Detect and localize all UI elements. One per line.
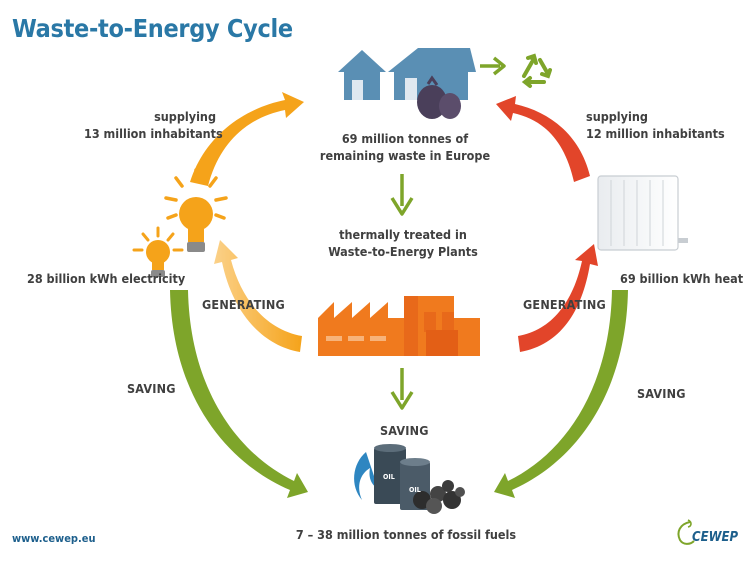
arrow-waste-to-plant <box>390 174 414 216</box>
arrow-saving-right <box>494 290 628 498</box>
arrow-generating-electricity <box>214 240 302 352</box>
saving-left-label: SAVING <box>127 381 176 396</box>
waste-label-line2: remaining waste in Europe <box>319 148 491 163</box>
barrel-label-2: OIL <box>409 486 421 494</box>
left-supply-line2: 13 million inhabitants <box>84 126 223 141</box>
arrow-to-recycling <box>480 56 506 76</box>
website-link[interactable]: www.cewep.eu <box>12 532 96 545</box>
factory-icon <box>318 296 480 356</box>
barrel-label-1: OIL <box>383 473 395 481</box>
arrow-supply-electricity <box>190 92 304 186</box>
coal-icon <box>413 480 465 514</box>
waste-label-line1: 69 million tonnes of <box>341 131 469 146</box>
radiator-icon <box>597 175 688 251</box>
page-title: Waste-to-Energy Cycle <box>12 14 293 43</box>
cewep-logo-icon <box>677 519 695 545</box>
saving-right-label: SAVING <box>637 386 686 401</box>
left-supply-line1: supplying <box>154 109 216 124</box>
arrow-saving-left <box>170 290 308 498</box>
treatment-label: thermally treated in Waste-to-Energy Pla… <box>318 226 488 260</box>
houses-icon <box>338 48 476 100</box>
waste-label: 69 million tonnes of remaining waste in … <box>316 130 494 164</box>
left-supply-label: supplying 13 million inhabitants <box>84 108 223 142</box>
saving-center-label: SAVING <box>380 423 429 438</box>
right-supply-line1: supplying <box>586 109 648 124</box>
arrow-plant-to-fuels <box>390 368 414 410</box>
waste-bags-icon <box>417 75 461 119</box>
heat-label: 69 billion kWh heat <box>620 271 744 286</box>
electricity-label: 28 billion kWh electricity <box>27 271 186 286</box>
arrow-supply-heat <box>496 96 590 182</box>
cewep-logo: CEWEP <box>692 530 739 545</box>
generating-right-label: GENERATING <box>523 297 606 312</box>
treatment-label-line2: Waste-to-Energy Plants <box>328 244 478 259</box>
recycling-icon <box>521 53 552 88</box>
treatment-label-line1: thermally treated in <box>339 227 467 242</box>
lightbulb-large-icon <box>164 168 228 252</box>
fossil-fuels-label: 7 – 38 million tonnes of fossil fuels <box>295 527 517 542</box>
right-supply-label: supplying 12 million inhabitants <box>586 108 725 142</box>
arrow-generating-heat <box>518 244 598 352</box>
right-supply-line2: 12 million inhabitants <box>586 126 725 141</box>
generating-left-label: GENERATING <box>202 297 285 312</box>
lightbulb-small-icon <box>132 226 184 277</box>
